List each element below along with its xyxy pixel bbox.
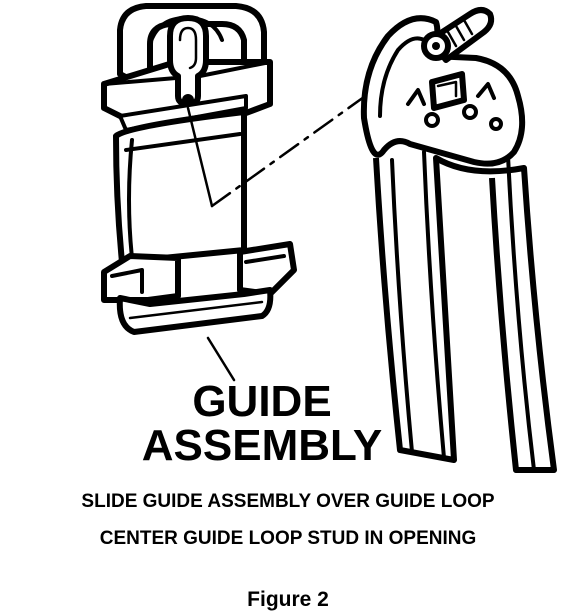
guide-body-side-line <box>127 138 134 260</box>
belt-webbing-left-edge <box>390 158 414 454</box>
anchor-slot <box>429 71 467 111</box>
belt-webbing-right-edge <box>506 154 536 472</box>
callout-label-assembly: ASSEMBLY <box>142 421 382 470</box>
alignment-dash-line <box>210 82 384 208</box>
arrow-right <box>476 82 496 100</box>
belt-opening <box>118 94 248 132</box>
instruction-line-1: SLIDE GUIDE ASSEMBLY OVER GUIDE LOOP <box>81 491 494 512</box>
callout-leader-line <box>206 336 236 382</box>
center-alignment-line <box>186 106 214 208</box>
belt-webbing <box>373 155 557 473</box>
anchor-plate-inner-rim <box>378 36 426 118</box>
rivet-right <box>462 104 478 120</box>
keyhole-slot <box>167 15 209 107</box>
guide-lower-right-foot-inner <box>244 254 286 264</box>
rivet-left <box>424 112 440 128</box>
keyhole-slot-inner <box>178 26 198 70</box>
rivet-bottom <box>489 117 503 131</box>
belt-anchor-drawing <box>360 7 557 473</box>
arrow-left <box>406 88 426 106</box>
anchor-slot-inner <box>436 80 458 98</box>
guide-body-ridge <box>124 132 242 152</box>
stud-base-center <box>432 42 440 50</box>
guide-bottom-lip-line <box>128 300 264 320</box>
callout-label-guide: GUIDE <box>192 377 331 426</box>
instruction-line-2: CENTER GUIDE LOOP STUD IN OPENING <box>100 528 477 549</box>
belt-webbing-center-edge <box>422 150 446 460</box>
guide-lower-right-foot <box>237 241 297 297</box>
guide-assembly-drawing <box>101 3 297 335</box>
guide-lower-left-foot-inner <box>110 268 144 294</box>
figure-number: Figure 2 <box>247 588 329 611</box>
